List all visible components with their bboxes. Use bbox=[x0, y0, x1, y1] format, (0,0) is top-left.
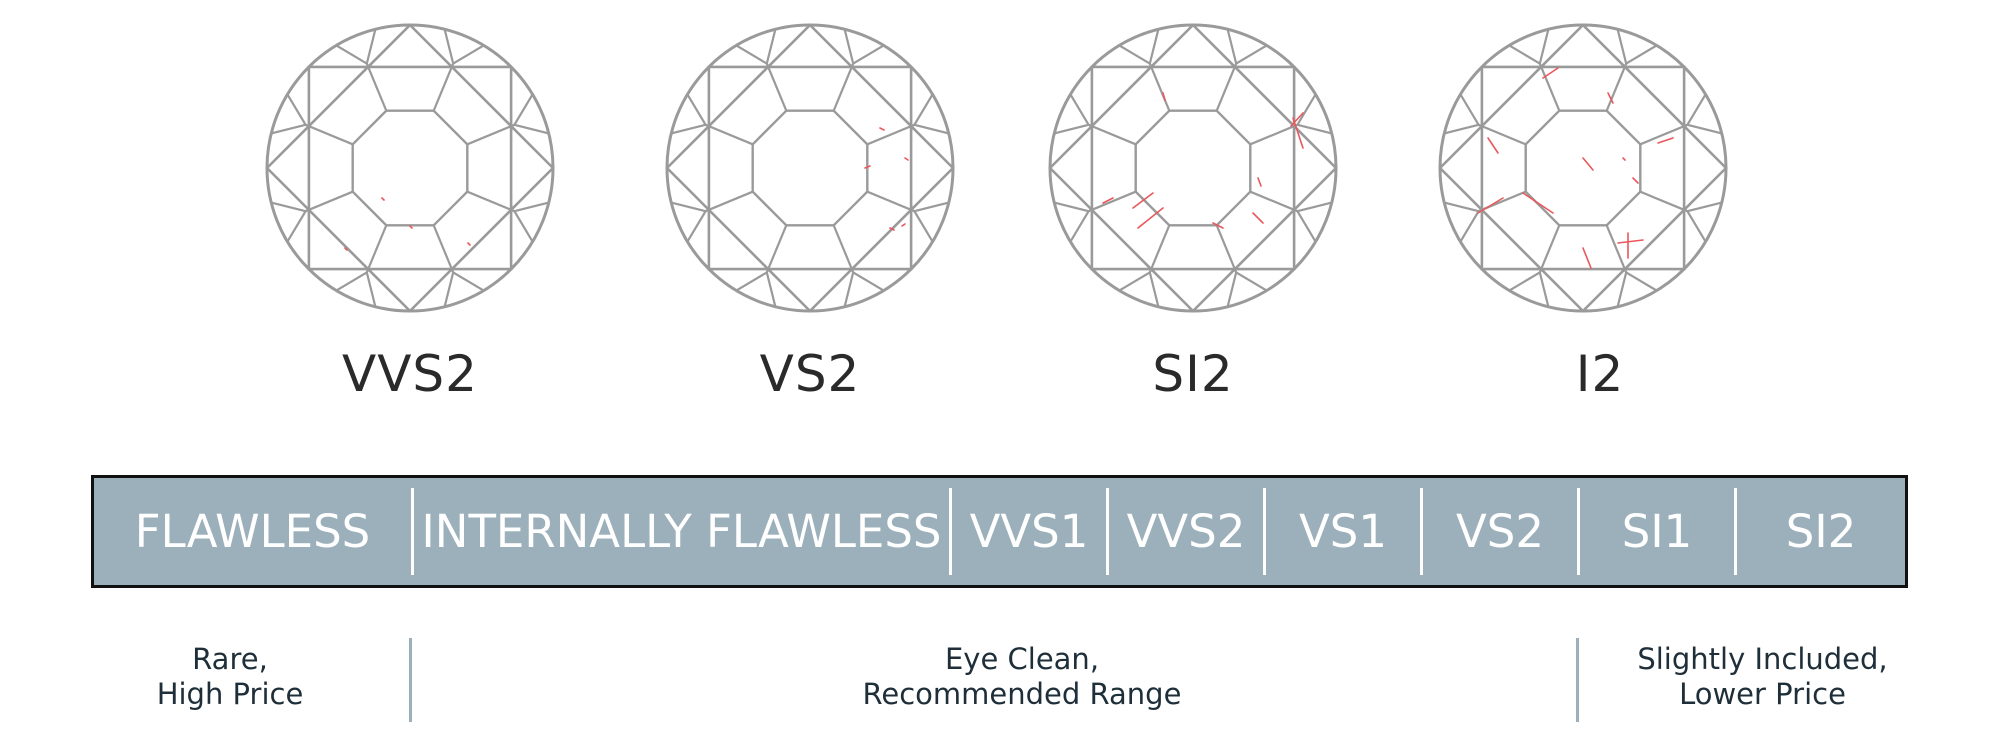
diamond-si2-drawing bbox=[1048, 23, 1338, 313]
scale-segment-si1: SI1 bbox=[1621, 505, 1693, 558]
scale-divider bbox=[1734, 488, 1737, 575]
grade-label-vvs2: VVS2 bbox=[342, 345, 478, 403]
scale-segment-vvs2: VVS2 bbox=[1126, 505, 1246, 558]
diamond-vs2-drawing bbox=[665, 23, 955, 313]
scale-segment-internally-flawless: INTERNALLY FLAWLESS bbox=[421, 505, 942, 558]
scale-divider bbox=[949, 488, 952, 575]
grade-label-si2: SI2 bbox=[1152, 345, 1234, 403]
diamond-i2 bbox=[1433, 18, 1733, 318]
note-divider bbox=[1576, 638, 1579, 722]
scale-divider bbox=[1577, 488, 1580, 575]
scale-divider bbox=[1263, 488, 1266, 575]
note-rare: Rare, High Price bbox=[110, 642, 350, 712]
note-eye-clean-line2: Recommended Range bbox=[862, 677, 1182, 711]
diamond-vvs2-drawing bbox=[265, 23, 555, 313]
note-divider bbox=[409, 638, 412, 722]
scale-divider bbox=[411, 488, 414, 575]
scale-segment-vs2: VS2 bbox=[1456, 505, 1544, 558]
scale-segment-flawless: FLAWLESS bbox=[134, 505, 371, 558]
scale-divider bbox=[1420, 488, 1423, 575]
note-eye-clean-line1: Eye Clean, bbox=[944, 642, 1100, 676]
note-rare-line2: High Price bbox=[156, 677, 304, 711]
grade-label-vs2: VS2 bbox=[759, 345, 861, 403]
scale-segment-si2: SI2 bbox=[1785, 505, 1857, 558]
note-rare-line1: Rare, bbox=[192, 642, 268, 676]
scale-segment-vvs1: VVS1 bbox=[969, 505, 1089, 558]
scale-divider bbox=[1106, 488, 1109, 575]
diamond-vs2 bbox=[660, 18, 960, 318]
diamond-vvs2 bbox=[260, 18, 560, 318]
note-slightly-included-line1: Slightly Included, bbox=[1637, 642, 1888, 676]
diamond-si2 bbox=[1043, 18, 1343, 318]
note-slightly-included-line2: Lower Price bbox=[1679, 677, 1846, 711]
note-eye-clean: Eye Clean, Recommended Range bbox=[822, 642, 1222, 712]
note-slightly-included: Slightly Included, Lower Price bbox=[1610, 642, 1915, 712]
clarity-scale-bar: FLAWLESS INTERNALLY FLAWLESS VVS1 VVS2 V… bbox=[91, 475, 1908, 588]
diamond-i2-drawing bbox=[1438, 23, 1728, 313]
grade-label-i2: I2 bbox=[1575, 345, 1625, 403]
scale-segment-vs1: VS1 bbox=[1299, 505, 1387, 558]
